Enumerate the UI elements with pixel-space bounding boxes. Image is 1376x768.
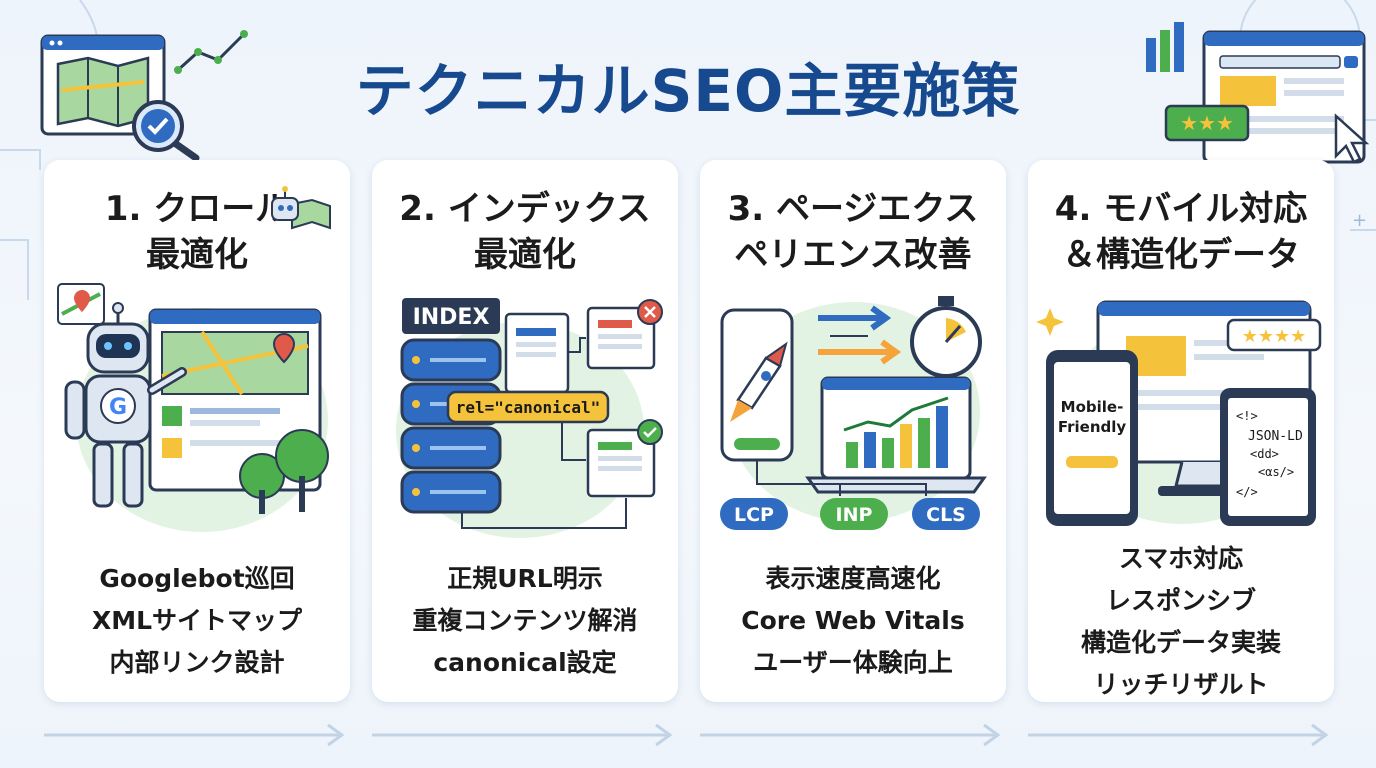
list-item: リッチリザルト xyxy=(1093,670,1269,699)
mobile-friendly-line1: Mobile- xyxy=(1061,398,1124,416)
card-title: 4. モバイル対応 ＆構造化データ xyxy=(1028,186,1334,278)
card-item-list: 正規URL明示 重複コンテンツ解消 canonical設定 xyxy=(372,558,678,684)
code-line: JSON-LD xyxy=(1248,429,1303,444)
svg-text:★★★★: ★★★★ xyxy=(1242,326,1307,347)
map-search-icon xyxy=(40,34,200,160)
card-item-list: スマホ対応 レスポンシブ 構造化データ実装 リッチリザルト xyxy=(1028,538,1334,706)
card-title-line: 最適化 xyxy=(146,235,248,275)
card-title: 2. インデックス 最適化 xyxy=(372,186,678,278)
page-title: テクニカルSEO主要施策 xyxy=(355,57,1021,125)
list-item: 表示速度高速化 xyxy=(765,564,941,593)
list-item: Core Web Vitals xyxy=(741,606,965,635)
code-line: <!> xyxy=(1236,409,1258,423)
svg-text:★★★: ★★★ xyxy=(1180,111,1234,135)
browser-rating-icon: ★★★ xyxy=(1146,22,1370,164)
svg-text:G: G xyxy=(109,395,127,420)
mini-robot-map-icon xyxy=(271,186,331,230)
card-title-line: 3. ページエクス xyxy=(727,189,979,229)
list-item: スマホ対応 xyxy=(1118,544,1244,573)
card-title-line: 2. インデックス xyxy=(399,189,651,229)
flow-arrow xyxy=(44,723,345,747)
cls-label: CLS xyxy=(926,504,966,526)
card-title-line: 1. クロール xyxy=(104,189,290,229)
card-title-line: ＆構造化データ xyxy=(1062,235,1300,275)
card-page-experience: 3. ページエクス ペリエンス改善 xyxy=(700,160,1006,702)
list-item: ユーザー体験向上 xyxy=(753,648,953,677)
list-item: Googlebot巡回 xyxy=(99,564,295,593)
card-title: 3. ページエクス ペリエンス改善 xyxy=(700,186,1006,278)
flow-arrow xyxy=(1028,723,1329,747)
rocket-speed-icon: LCP INP CLS xyxy=(720,296,987,530)
lcp-label: LCP xyxy=(734,504,774,526)
svg-text:+: + xyxy=(1352,210,1367,231)
card-crawl: 1. クロール 最適化 G xyxy=(44,160,350,702)
flow-arrow xyxy=(700,723,1001,747)
index-label: INDEX xyxy=(413,305,490,330)
code-line: <dd> xyxy=(1250,447,1279,461)
robot-crawler-icon: G xyxy=(57,283,329,532)
list-item: 内部リンク設計 xyxy=(109,648,285,677)
mobile-friendly-line2: Friendly xyxy=(1058,418,1127,436)
trend-line-icon xyxy=(174,30,248,74)
flow-arrow xyxy=(372,723,673,747)
list-item: 重複コンテンツ解消 xyxy=(412,606,638,635)
card-title: 1. クロール 最適化 xyxy=(44,186,350,278)
list-item: 正規URL明示 xyxy=(447,564,603,593)
list-item: レスポンシブ xyxy=(1105,586,1256,615)
mobile-structured-data-icon: ★★★★ Mobile- Friendly <!> JSON-LD <dd> <… xyxy=(1036,300,1322,526)
list-item: XMLサイトマップ xyxy=(91,606,303,635)
card-item-list: Googlebot巡回 XMLサイトマップ 内部リンク設計 xyxy=(44,558,350,684)
inp-label: INP xyxy=(836,504,873,526)
list-item: canonical設定 xyxy=(433,648,617,677)
card-title-line: 最適化 xyxy=(474,235,576,275)
card-item-list: 表示速度高速化 Core Web Vitals ユーザー体験向上 xyxy=(700,558,1006,684)
card-title-line: ペリエンス改善 xyxy=(734,235,972,275)
code-line: </> xyxy=(1236,485,1258,499)
canonical-tag-label: rel="canonical" xyxy=(456,398,601,417)
list-item: 構造化データ実装 xyxy=(1080,628,1281,657)
card-mobile-structured-data: 4. モバイル対応 ＆構造化データ ★★★★ Mobile- Friendly … xyxy=(1028,160,1334,702)
card-index: 2. インデックス 最適化 INDEX xyxy=(372,160,678,702)
card-title-line: 4. モバイル対応 xyxy=(1054,189,1308,229)
code-line: <αs/> xyxy=(1258,465,1294,479)
database-index-icon: INDEX rel="canonical" xyxy=(396,298,663,538)
